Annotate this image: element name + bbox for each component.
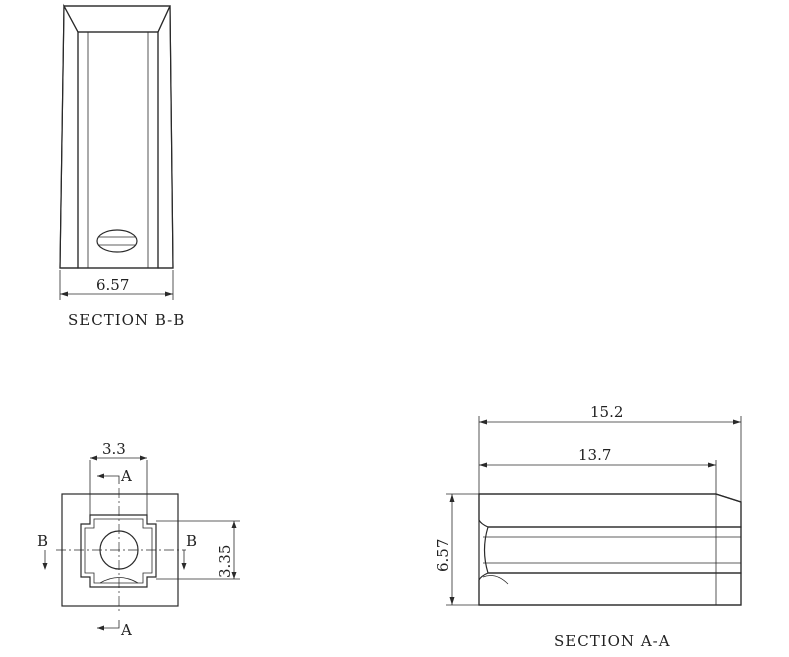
section-bb-cavity xyxy=(77,31,159,269)
cut-a-bottom-arrow xyxy=(97,625,104,631)
cut-a-top-label: A xyxy=(120,467,132,485)
top-view-cross-inner xyxy=(84,518,153,584)
top-view-dim-335-arrows xyxy=(231,521,237,579)
section-aa-wall-bottom xyxy=(478,572,742,606)
cut-a-top-arrow xyxy=(97,473,104,479)
section-bb-wall-top xyxy=(62,5,171,33)
section-bb-outline xyxy=(59,5,174,269)
section-bb-wall-left xyxy=(59,3,79,269)
top-view-dim-inner-height: 3.35 xyxy=(216,545,234,578)
top-view: 3.3 A A B B 3.35 xyxy=(37,440,240,639)
cut-a-bottom-marker xyxy=(97,620,120,629)
section-bb-title: SECTION B-B xyxy=(68,311,185,329)
top-view-cross-opening xyxy=(80,514,157,588)
section-aa-dim-height: 6.57 xyxy=(434,539,452,572)
section-aa-detent-curve xyxy=(482,575,509,585)
section-aa-dim-length-inner: 13.7 xyxy=(578,446,611,464)
cut-a-bottom-label: A xyxy=(120,621,132,639)
section-bb-view: 6.57 SECTION B-B xyxy=(59,3,185,329)
section-aa-wall-top xyxy=(478,493,742,528)
cut-b-left-label: B xyxy=(37,532,48,550)
top-view-dim-33-arrows xyxy=(90,455,147,461)
top-view-dim-inner-width: 3.3 xyxy=(102,440,126,458)
section-bb-width-dim: 6.57 xyxy=(96,276,129,294)
section-aa-title: SECTION A-A xyxy=(554,632,671,650)
cut-b-left-arrow xyxy=(42,563,48,570)
cut-a-top-marker xyxy=(97,475,120,484)
section-aa-outline xyxy=(478,493,742,606)
section-bb-detent-oval xyxy=(96,229,138,253)
cut-b-right-arrow xyxy=(181,563,187,570)
section-aa-cavity xyxy=(483,526,742,574)
cut-b-right-label: B xyxy=(186,532,197,550)
top-view-detent-arc xyxy=(99,577,139,584)
section-aa-dim-length-total: 15.2 xyxy=(590,403,623,421)
section-aa-view: 15.2 13.7 6.57 SECTION A-A xyxy=(434,403,742,650)
